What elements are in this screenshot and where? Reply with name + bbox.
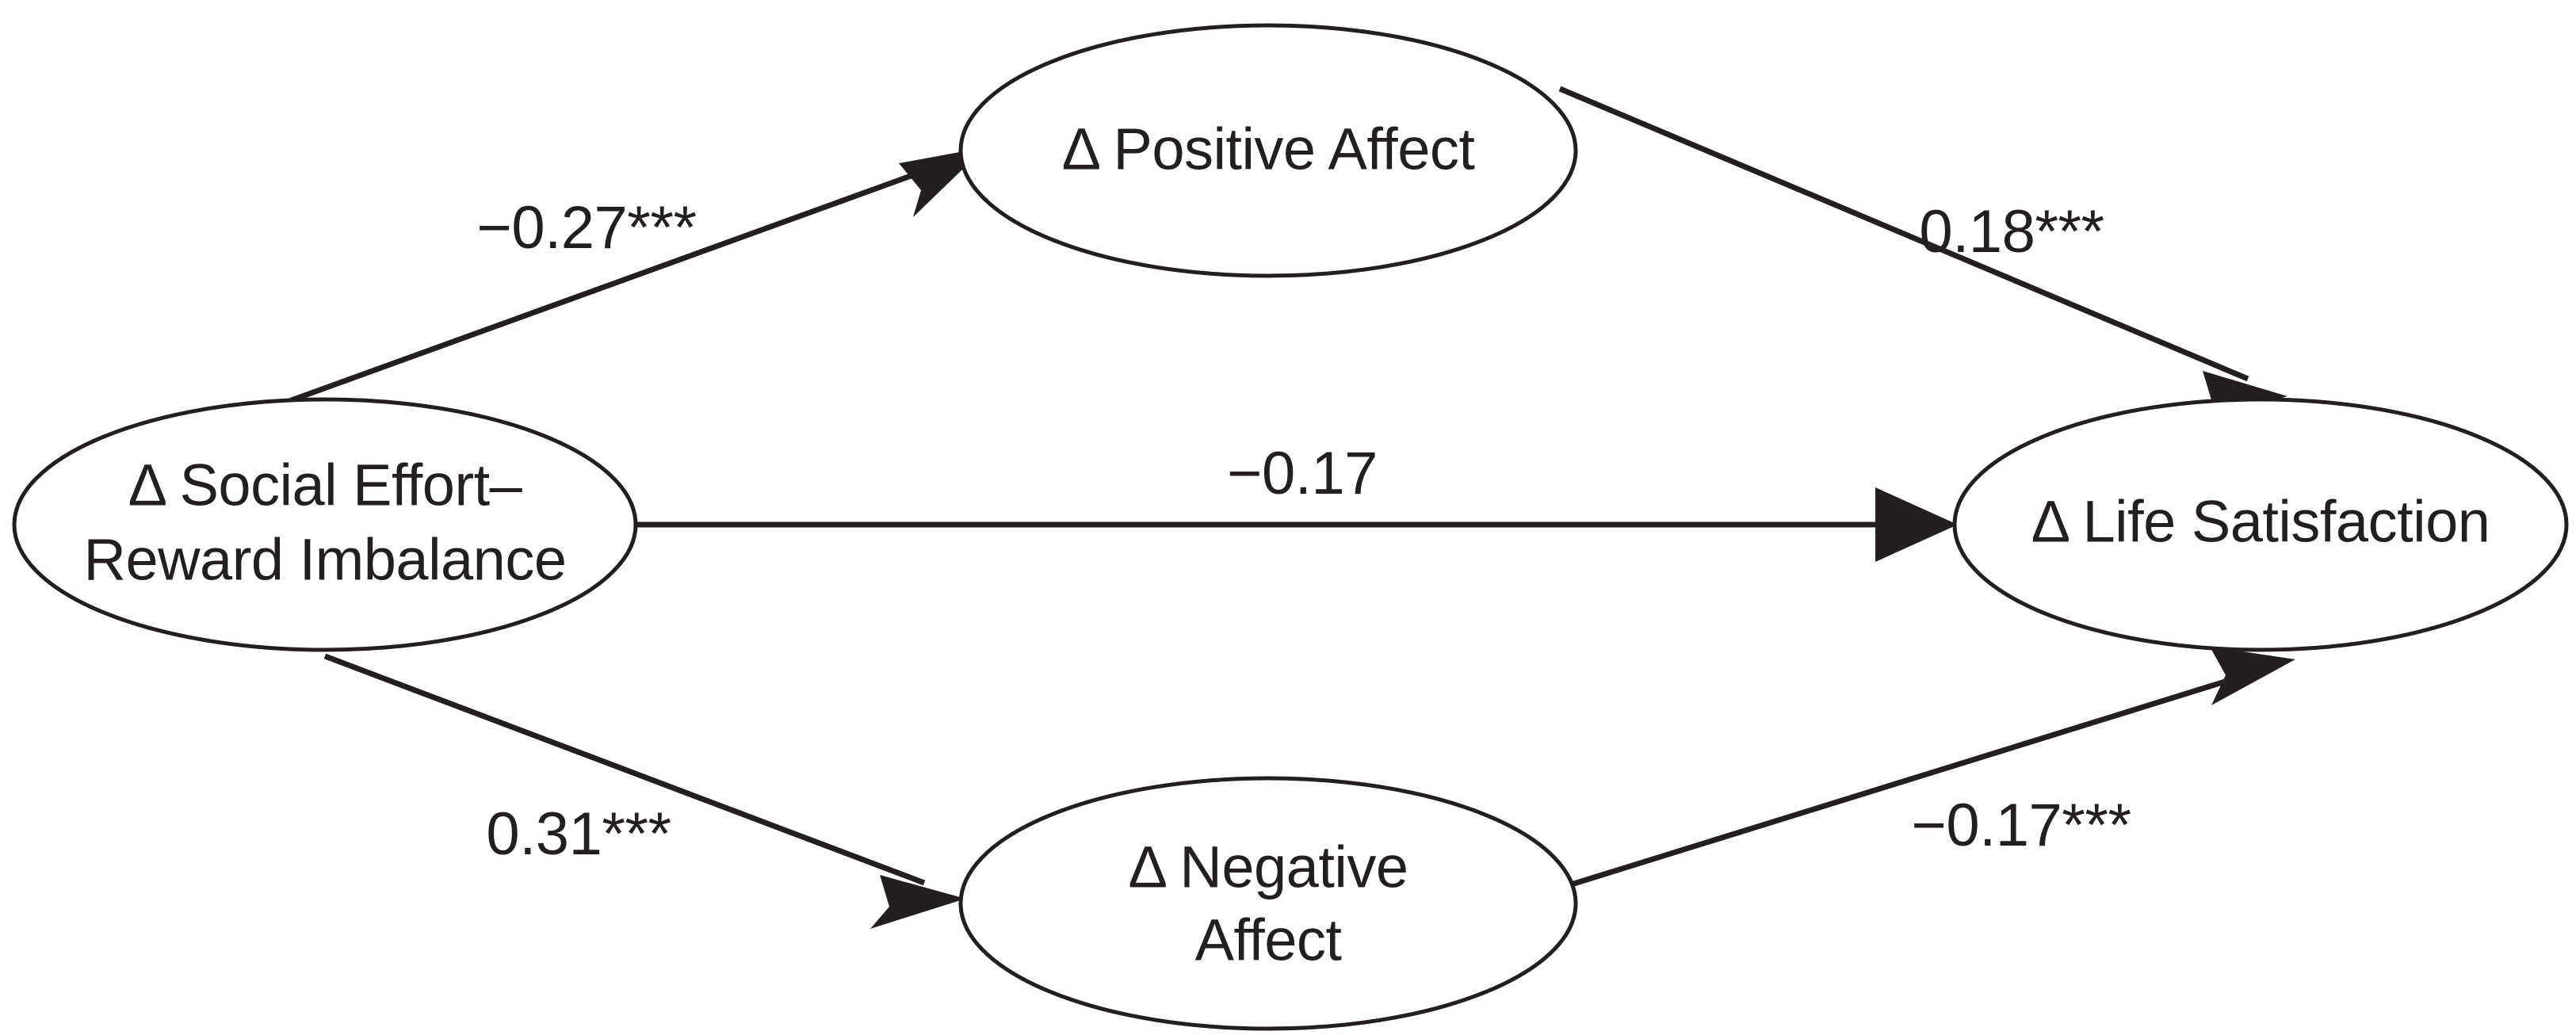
path-coefficient-serb-to-positive-affect: −0.27*** xyxy=(476,194,696,262)
node-ellipse-positive-affect[interactable] xyxy=(958,23,1578,278)
edge-negative-affect-to-ls xyxy=(1565,647,2295,889)
arrowhead-negative-affect-to-ls xyxy=(2210,647,2295,705)
node-label-serb-line2: Reward Imbalance xyxy=(84,527,567,593)
node-label-life-satisfaction: Δ Life Satisfaction xyxy=(2031,489,2490,555)
path-coefficient-negative-affect-to-ls: −0.17*** xyxy=(1911,792,2131,859)
edge-serb-to-positive-affect xyxy=(250,147,985,418)
node-social-effort-reward-imbalance[interactable]: Δ Social Effort– Reward Imbalance xyxy=(12,397,638,652)
edge-line-positive-affect-to-ls xyxy=(1558,86,2249,382)
edge-serb-to-negative-affect xyxy=(323,653,965,929)
arrowhead-serb-to-negative-affect xyxy=(870,875,965,929)
edge-line-serb-to-negative-affect xyxy=(323,653,926,886)
node-positive-affect[interactable]: Δ Positive Affect xyxy=(958,23,1578,278)
arrowhead-serb-to-ls-direct xyxy=(1875,487,1958,562)
node-ellipse-life-satisfaction[interactable] xyxy=(1952,397,2569,652)
node-label-negative-affect-line1: Δ Negative xyxy=(1129,834,1408,900)
path-coefficient-serb-to-negative-affect: 0.31*** xyxy=(486,800,671,868)
edge-line-negative-affect-to-ls xyxy=(1565,669,2257,889)
node-label-serb-line1: Δ Social Effort– xyxy=(128,453,523,518)
path-coefficient-positive-affect-to-ls: 0.18*** xyxy=(1919,198,2104,265)
path-coefficient-serb-to-ls-direct: −0.17 xyxy=(1227,440,1378,507)
node-label-positive-affect: Δ Positive Affect xyxy=(1062,116,1476,182)
node-ellipse-social-effort-reward-imbalance[interactable] xyxy=(12,397,638,652)
node-ellipse-negative-affect[interactable] xyxy=(958,776,1578,1031)
edge-line-serb-to-positive-affect xyxy=(250,159,950,418)
node-label-negative-affect-line2: Affect xyxy=(1195,907,1343,973)
edge-serb-to-ls-direct xyxy=(634,487,1958,562)
node-life-satisfaction[interactable]: Δ Life Satisfaction xyxy=(1952,397,2569,652)
node-negative-affect[interactable]: Δ Negative Affect xyxy=(958,776,1578,1031)
